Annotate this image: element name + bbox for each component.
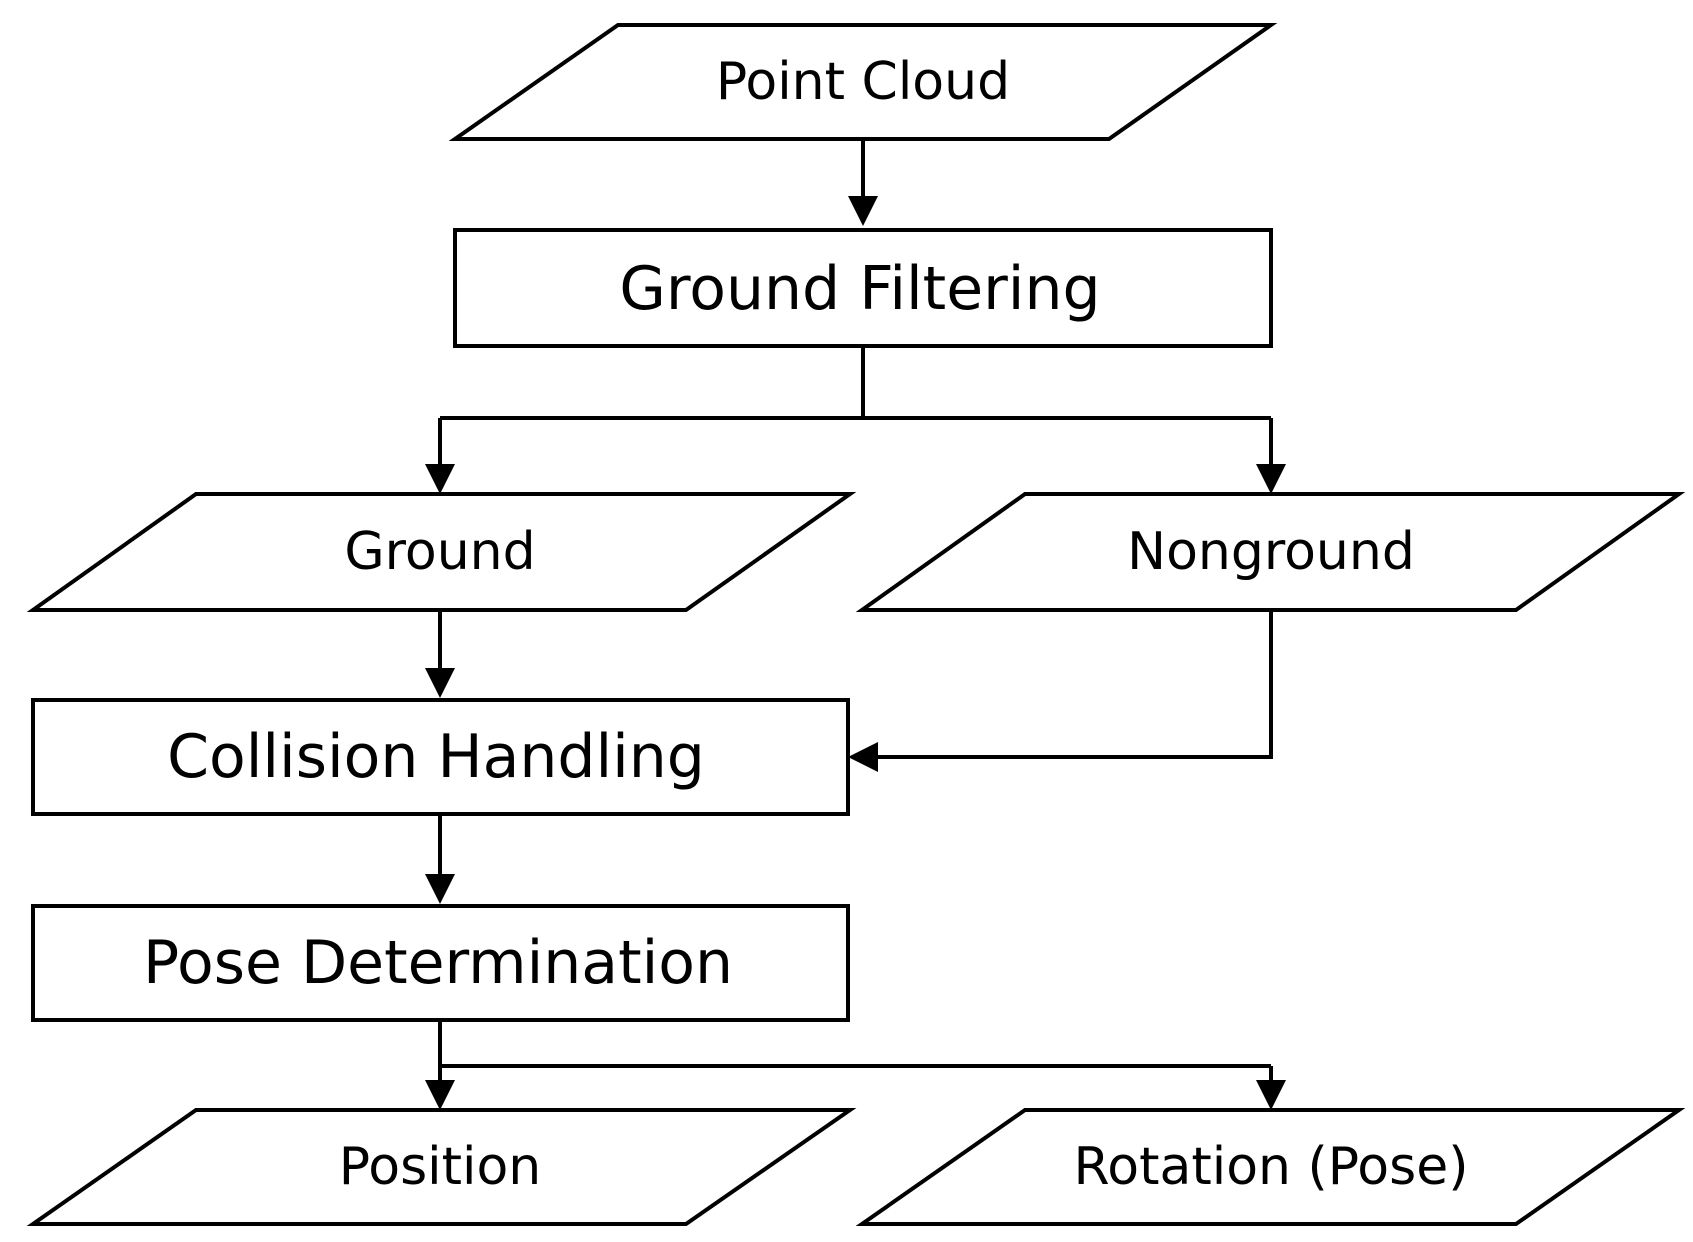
ground-shape	[26, 492, 857, 612]
edge-nonground-to-collision-handling	[874, 610, 1273, 759]
node-nonground: Nonground	[855, 492, 1686, 612]
arrowhead-collision-handling-side	[848, 742, 878, 772]
node-point-cloud: Point Cloud	[448, 23, 1278, 141]
connectors	[425, 139, 1286, 1110]
edge-ground-filtering-split	[440, 346, 1271, 420]
arrowhead-collision-handling-top	[425, 668, 455, 698]
arrowhead-ground	[425, 464, 455, 494]
arrowhead-pose-determination	[425, 874, 455, 904]
position-shape	[26, 1108, 857, 1226]
pose-determination-label: Pose Determination	[143, 928, 733, 998]
arrowhead-position	[425, 1080, 455, 1110]
ground-label: Ground	[344, 522, 535, 582]
node-pose-determination: Pose Determination	[31, 904, 850, 1022]
pose-determination-shape	[31, 904, 850, 1022]
collision-handling-label: Collision Handling	[167, 722, 705, 792]
node-ground: Ground	[26, 492, 857, 612]
ground-filtering-shape	[453, 228, 1273, 348]
nonground-label: Nonground	[1127, 522, 1415, 582]
rotation-shape	[855, 1108, 1686, 1226]
position-label: Position	[339, 1137, 541, 1197]
arrowhead-rotation	[1256, 1080, 1286, 1110]
arrowhead-nonground	[1256, 464, 1286, 494]
arrowhead-ground-filtering	[848, 196, 878, 226]
ground-filtering-label: Ground Filtering	[619, 254, 1100, 324]
point-cloud-shape	[448, 23, 1278, 141]
node-position: Position	[26, 1108, 857, 1226]
node-ground-filtering: Ground Filtering	[453, 228, 1273, 348]
collision-handling-shape	[31, 698, 850, 816]
nonground-shape	[855, 492, 1686, 612]
rotation-label: Rotation (Pose)	[1074, 1137, 1469, 1197]
point-cloud-label: Point Cloud	[716, 52, 1010, 112]
node-rotation: Rotation (Pose)	[855, 1108, 1686, 1226]
node-collision-handling: Collision Handling	[31, 698, 850, 816]
edge-pose-determination-split	[438, 1020, 1271, 1068]
